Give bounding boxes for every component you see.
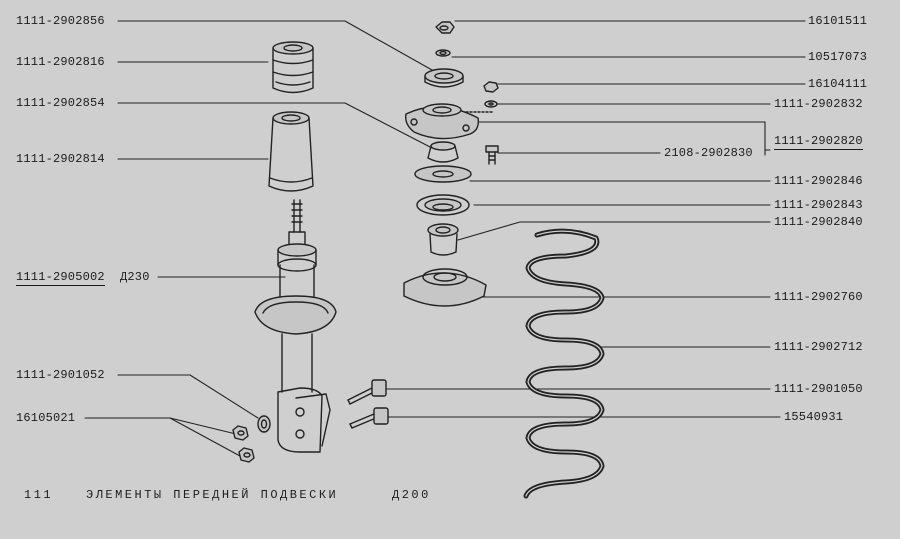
page-title: ЭЛЕМЕНТЫ ПЕРЕДНЕЙ ПОДВЕСКИ bbox=[86, 488, 339, 502]
label-15540931: 15540931 bbox=[784, 410, 844, 424]
upper-support-part bbox=[404, 103, 480, 140]
label-1111-2902712: 1111-2902712 bbox=[774, 340, 863, 354]
label-1111-2905002: 1111-2905002 bbox=[16, 270, 105, 286]
nut-and-washer-parts bbox=[232, 415, 271, 463]
label-1111-2902820: 1111-2902820 bbox=[774, 134, 863, 150]
label-1111-2901052: 1111-2901052 bbox=[16, 368, 105, 382]
spring-seat-part bbox=[403, 268, 487, 307]
label-16105021: 16105021 bbox=[16, 411, 76, 425]
protective-boot-part bbox=[268, 111, 314, 192]
coil-spring-inner bbox=[525, 230, 603, 497]
bearing-stack-parts bbox=[414, 141, 472, 256]
label-1111-2902840: 1111-2902840 bbox=[774, 215, 863, 229]
label-1111-2902832: 1111-2902832 bbox=[774, 97, 863, 111]
label-1111-2902816: 1111-2902816 bbox=[16, 55, 105, 69]
stud-part bbox=[485, 145, 499, 165]
section-code: Д200 bbox=[392, 488, 431, 502]
label-1111-2901050: 1111-2901050 bbox=[774, 382, 863, 396]
label-1111-2902814: 1111-2902814 bbox=[16, 152, 105, 166]
coil-spring-part bbox=[523, 228, 605, 499]
leader-lines bbox=[84, 20, 806, 457]
label-1111-2902760: 1111-2902760 bbox=[774, 290, 863, 304]
label-16101511: 16101511 bbox=[808, 14, 868, 28]
mount-fastener-parts bbox=[465, 81, 499, 113]
label-16104111: 16104111 bbox=[808, 77, 868, 91]
compression-buffer-part bbox=[272, 41, 314, 94]
shock-absorber-part bbox=[254, 199, 337, 453]
label-1111-2902856: 1111-2902856 bbox=[16, 14, 105, 28]
upper-mount-top-parts bbox=[424, 21, 464, 88]
label-1111-2902843: 1111-2902843 bbox=[774, 198, 863, 212]
page-number: 111 bbox=[24, 488, 54, 502]
label-1111-2902846: 1111-2902846 bbox=[774, 174, 863, 188]
label-d230: Д230 bbox=[120, 270, 150, 284]
label-10517073: 10517073 bbox=[808, 50, 868, 64]
label-2108-2902830: 2108-2902830 bbox=[664, 146, 753, 160]
bolt-parts bbox=[347, 379, 389, 429]
label-1111-2902854: 1111-2902854 bbox=[16, 96, 105, 110]
